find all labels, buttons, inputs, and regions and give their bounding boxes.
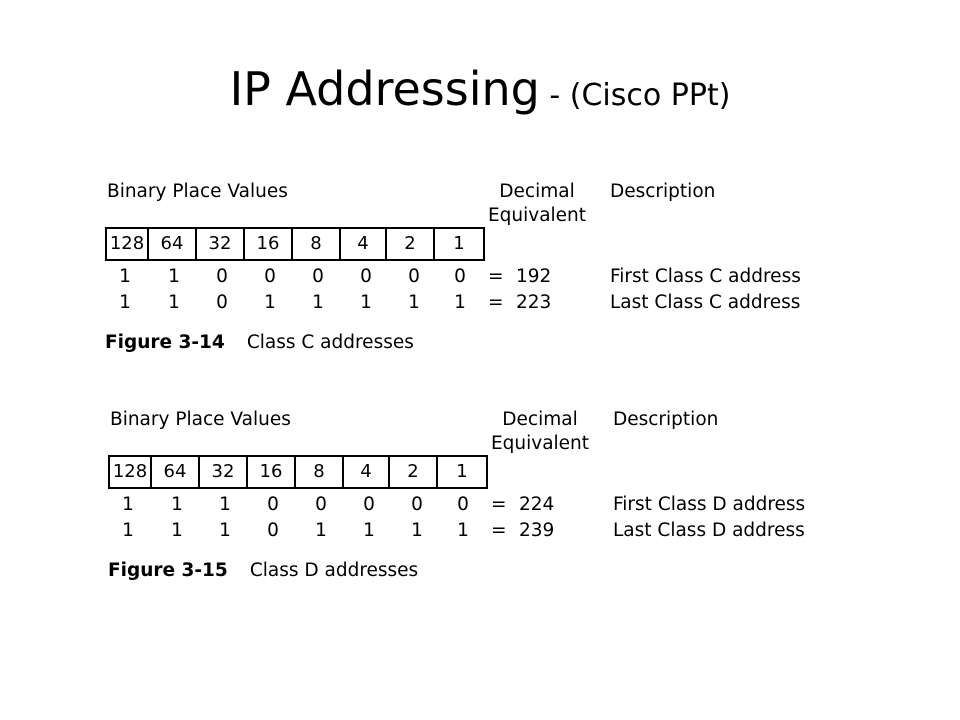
caption-text: Class C addresses [246, 332, 414, 353]
bit: 0 [363, 494, 375, 515]
bit: 1 [315, 520, 327, 541]
place-value-cell: 2 [388, 457, 436, 487]
caption-label: Figure 3-15 [108, 560, 228, 581]
bit: 1 [119, 292, 131, 313]
decimal-value: 223 [516, 292, 552, 313]
figure-caption: Figure 3-15 Class D addresses [108, 560, 418, 581]
header-binary-place-values: Binary Place Values [110, 409, 291, 430]
bit: 0 [216, 292, 228, 313]
bit: 0 [264, 266, 276, 287]
bit: 1 [363, 520, 375, 541]
place-value-cell: 64 [147, 229, 195, 259]
bit: 0 [411, 494, 423, 515]
place-value-cell: 4 [342, 457, 388, 487]
figure-class-c: Binary Place Values Decimal Equivalent D… [105, 180, 825, 380]
bit: 1 [122, 520, 134, 541]
figure-caption: Figure 3-14 Class C addresses [105, 332, 414, 353]
bit: 0 [454, 266, 466, 287]
bit: 0 [457, 494, 469, 515]
decimal-value: 224 [519, 494, 555, 515]
caption-label: Figure 3-14 [105, 332, 225, 353]
header-description: Description [610, 181, 716, 202]
place-value-cell: 32 [195, 229, 243, 259]
header-decimal-equivalent: Decimal Equivalent [490, 408, 590, 456]
bit: 1 [119, 266, 131, 287]
bit: 0 [360, 266, 372, 287]
bit: 1 [411, 520, 423, 541]
equals-sign: = [491, 520, 507, 541]
slide-title: IP Addressing - (Cisco PPt) [0, 62, 960, 116]
bit: 1 [168, 292, 180, 313]
bit: 0 [267, 520, 279, 541]
place-value-cell: 1 [433, 229, 483, 259]
decimal-value: 239 [519, 520, 555, 541]
decimal-value: 192 [516, 266, 552, 287]
bit: 1 [360, 292, 372, 313]
bit: 0 [216, 266, 228, 287]
place-value-cell: 2 [385, 229, 433, 259]
equals-sign: = [491, 494, 507, 515]
place-value-cell: 8 [294, 457, 342, 487]
caption-text: Class D addresses [249, 560, 419, 581]
bit: 1 [171, 494, 183, 515]
place-value-table: 128 64 32 16 8 4 2 1 [105, 227, 485, 261]
equals-sign: = [488, 266, 504, 287]
place-value-cell: 1 [436, 457, 486, 487]
place-value-cell: 8 [291, 229, 339, 259]
header-decimal-line1: Decimal [499, 181, 575, 202]
bit: 1 [219, 520, 231, 541]
bit: 0 [315, 494, 327, 515]
header-decimal-equivalent: Decimal Equivalent [487, 180, 587, 228]
bit: 1 [312, 292, 324, 313]
header-decimal-line2: Equivalent [487, 205, 587, 226]
bit: 1 [122, 494, 134, 515]
bit: 1 [171, 520, 183, 541]
place-value-cell: 4 [339, 229, 385, 259]
bit: 1 [168, 266, 180, 287]
bit: 0 [408, 266, 420, 287]
title-main: IP Addressing [229, 62, 540, 116]
bit: 0 [267, 494, 279, 515]
bit: 1 [408, 292, 420, 313]
bit: 1 [457, 520, 469, 541]
title-subtitle: - (Cisco PPt) [539, 78, 731, 113]
place-value-cell: 64 [150, 457, 198, 487]
row-description: Last Class D address [613, 520, 805, 541]
place-value-cell: 128 [112, 461, 148, 482]
place-value-table: 128 64 32 16 8 4 2 1 [108, 455, 488, 489]
row-description: Last Class C address [610, 292, 801, 313]
place-value-cell: 128 [109, 233, 145, 254]
header-binary-place-values: Binary Place Values [107, 181, 288, 202]
place-value-cell: 32 [198, 457, 246, 487]
header-decimal-line2: Equivalent [490, 433, 590, 454]
bit: 1 [454, 292, 466, 313]
row-description: First Class D address [613, 494, 806, 515]
place-value-cell: 16 [243, 229, 291, 259]
place-value-cell: 16 [246, 457, 294, 487]
equals-sign: = [488, 292, 504, 313]
bit: 1 [264, 292, 276, 313]
header-description: Description [613, 409, 719, 430]
header-decimal-line1: Decimal [502, 409, 578, 430]
row-description: First Class C address [610, 266, 801, 287]
bit: 1 [219, 494, 231, 515]
figure-class-d: Binary Place Values Decimal Equivalent D… [108, 408, 828, 608]
bit: 0 [312, 266, 324, 287]
